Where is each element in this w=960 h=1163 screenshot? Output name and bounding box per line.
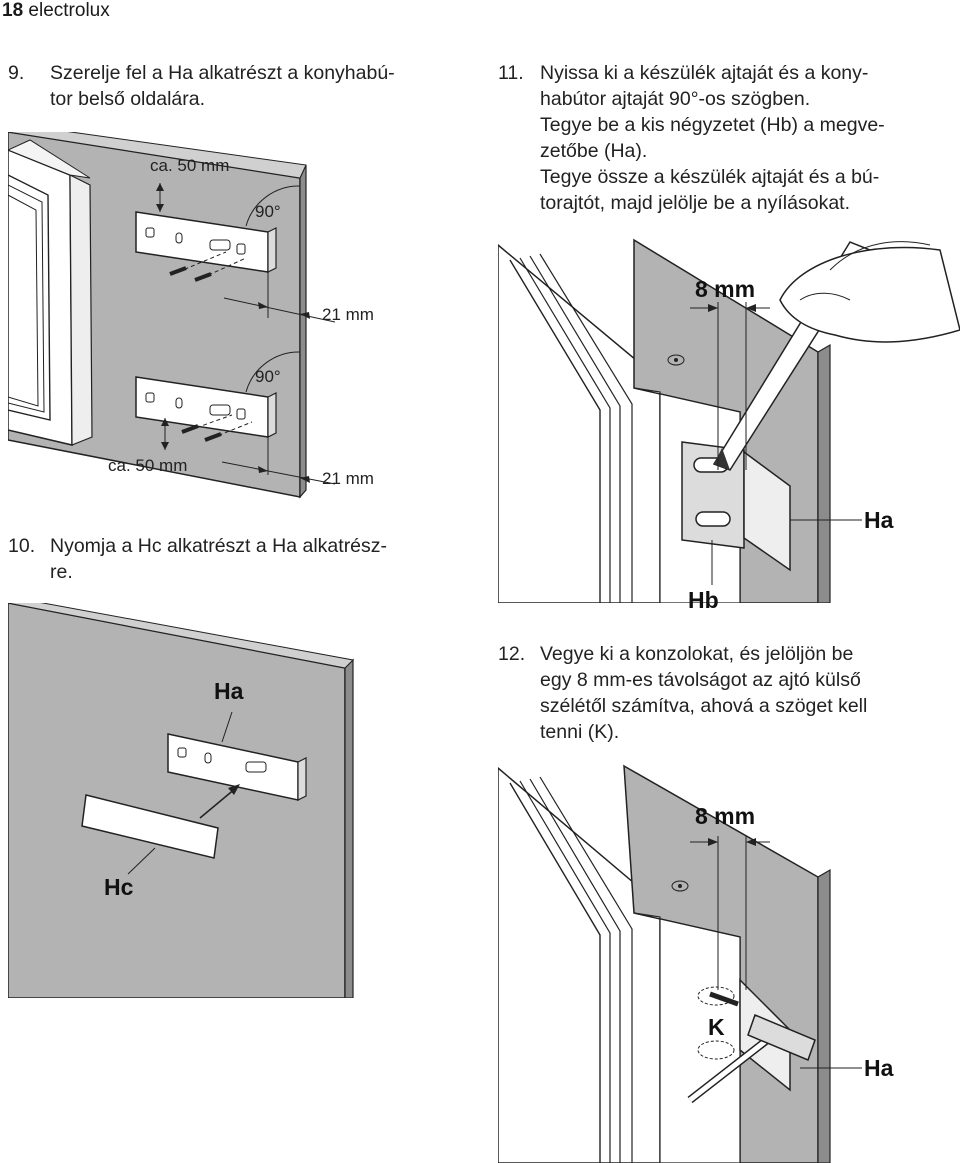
part-ha-label: Ha [864, 1055, 894, 1081]
step-11-line: Nyissa ki a készülék ajtaját és a kony- [540, 62, 869, 84]
step-12-number: 12. [498, 643, 526, 665]
dim-bottom-label: ca. 50 mm [108, 456, 188, 475]
step-11-line: habútor ajtaját 90°-os szögben. [540, 88, 811, 110]
step-10-line: re. [50, 561, 73, 583]
step-9-line: Szerelje fel a Ha alkatrészt a konyhabú- [50, 62, 395, 84]
step-11-line: Tegye be a kis négyzetet (Hb) a megve- [540, 114, 885, 136]
part-hc-label: Hc [104, 874, 134, 900]
step-11: 11. Nyissa ki a készülék ajtaját és a ko… [498, 60, 958, 216]
angle-top-label: 90° [255, 202, 281, 221]
step-11-line: zetőbe (Ha). [540, 140, 648, 162]
offset-top-label: 21 mm [322, 305, 374, 324]
step-9-line: tor belső oldalára. [50, 88, 206, 110]
step-9: 9. Szerelje fel a Ha alkatrészt a konyha… [8, 60, 468, 112]
part-ha-label: Ha [864, 507, 894, 533]
step-12-line: szélétől számítva, ahová a szöget kell [540, 695, 868, 717]
part-hb-label: Hb [688, 587, 719, 613]
figure-10-illustration [8, 603, 355, 998]
page-number: 18 [2, 0, 24, 21]
step-11-number: 11. [498, 62, 524, 84]
step-10-line: Nyomja a Hc alkatrészt a Ha alkatrész- [50, 535, 388, 557]
step-11-line: Tegye össze a készülék ajtaját és a bú- [540, 166, 880, 188]
page-header: 18 electrolux [2, 0, 110, 22]
angle-bottom-label: 90° [255, 367, 281, 386]
figure-9-illustration [8, 132, 336, 499]
dim-top-label: ca. 50 mm [150, 156, 230, 175]
step-10: 10. Nyomja a Hc alkatrészt a Ha alkatrés… [8, 533, 468, 585]
step-12-line: egy 8 mm-es távolságot az ajtó külső [540, 669, 861, 691]
step-12-line: tenni (K). [540, 721, 620, 743]
dim-8mm-label: 8 mm [695, 803, 756, 829]
step-10-number: 10. [8, 535, 36, 557]
offset-bottom-label: 21 mm [322, 469, 374, 488]
figure-11-illustration [498, 238, 960, 603]
step-12-line: Vegye ki a konzolokat, és jelöljön be [540, 643, 854, 665]
step-12: 12. Vegye ki a konzolokat, és jelöljön b… [498, 641, 958, 745]
brand-name: electrolux [28, 0, 110, 21]
dim-8mm-label: 8 mm [695, 276, 756, 302]
step-11-line: torajtót, majd jelölje be a nyílásokat. [540, 192, 851, 214]
step-9-number: 9. [8, 62, 25, 84]
part-k-label: K [708, 1014, 725, 1040]
part-ha-label: Ha [214, 678, 244, 704]
figure-12-illustration [498, 764, 862, 1163]
